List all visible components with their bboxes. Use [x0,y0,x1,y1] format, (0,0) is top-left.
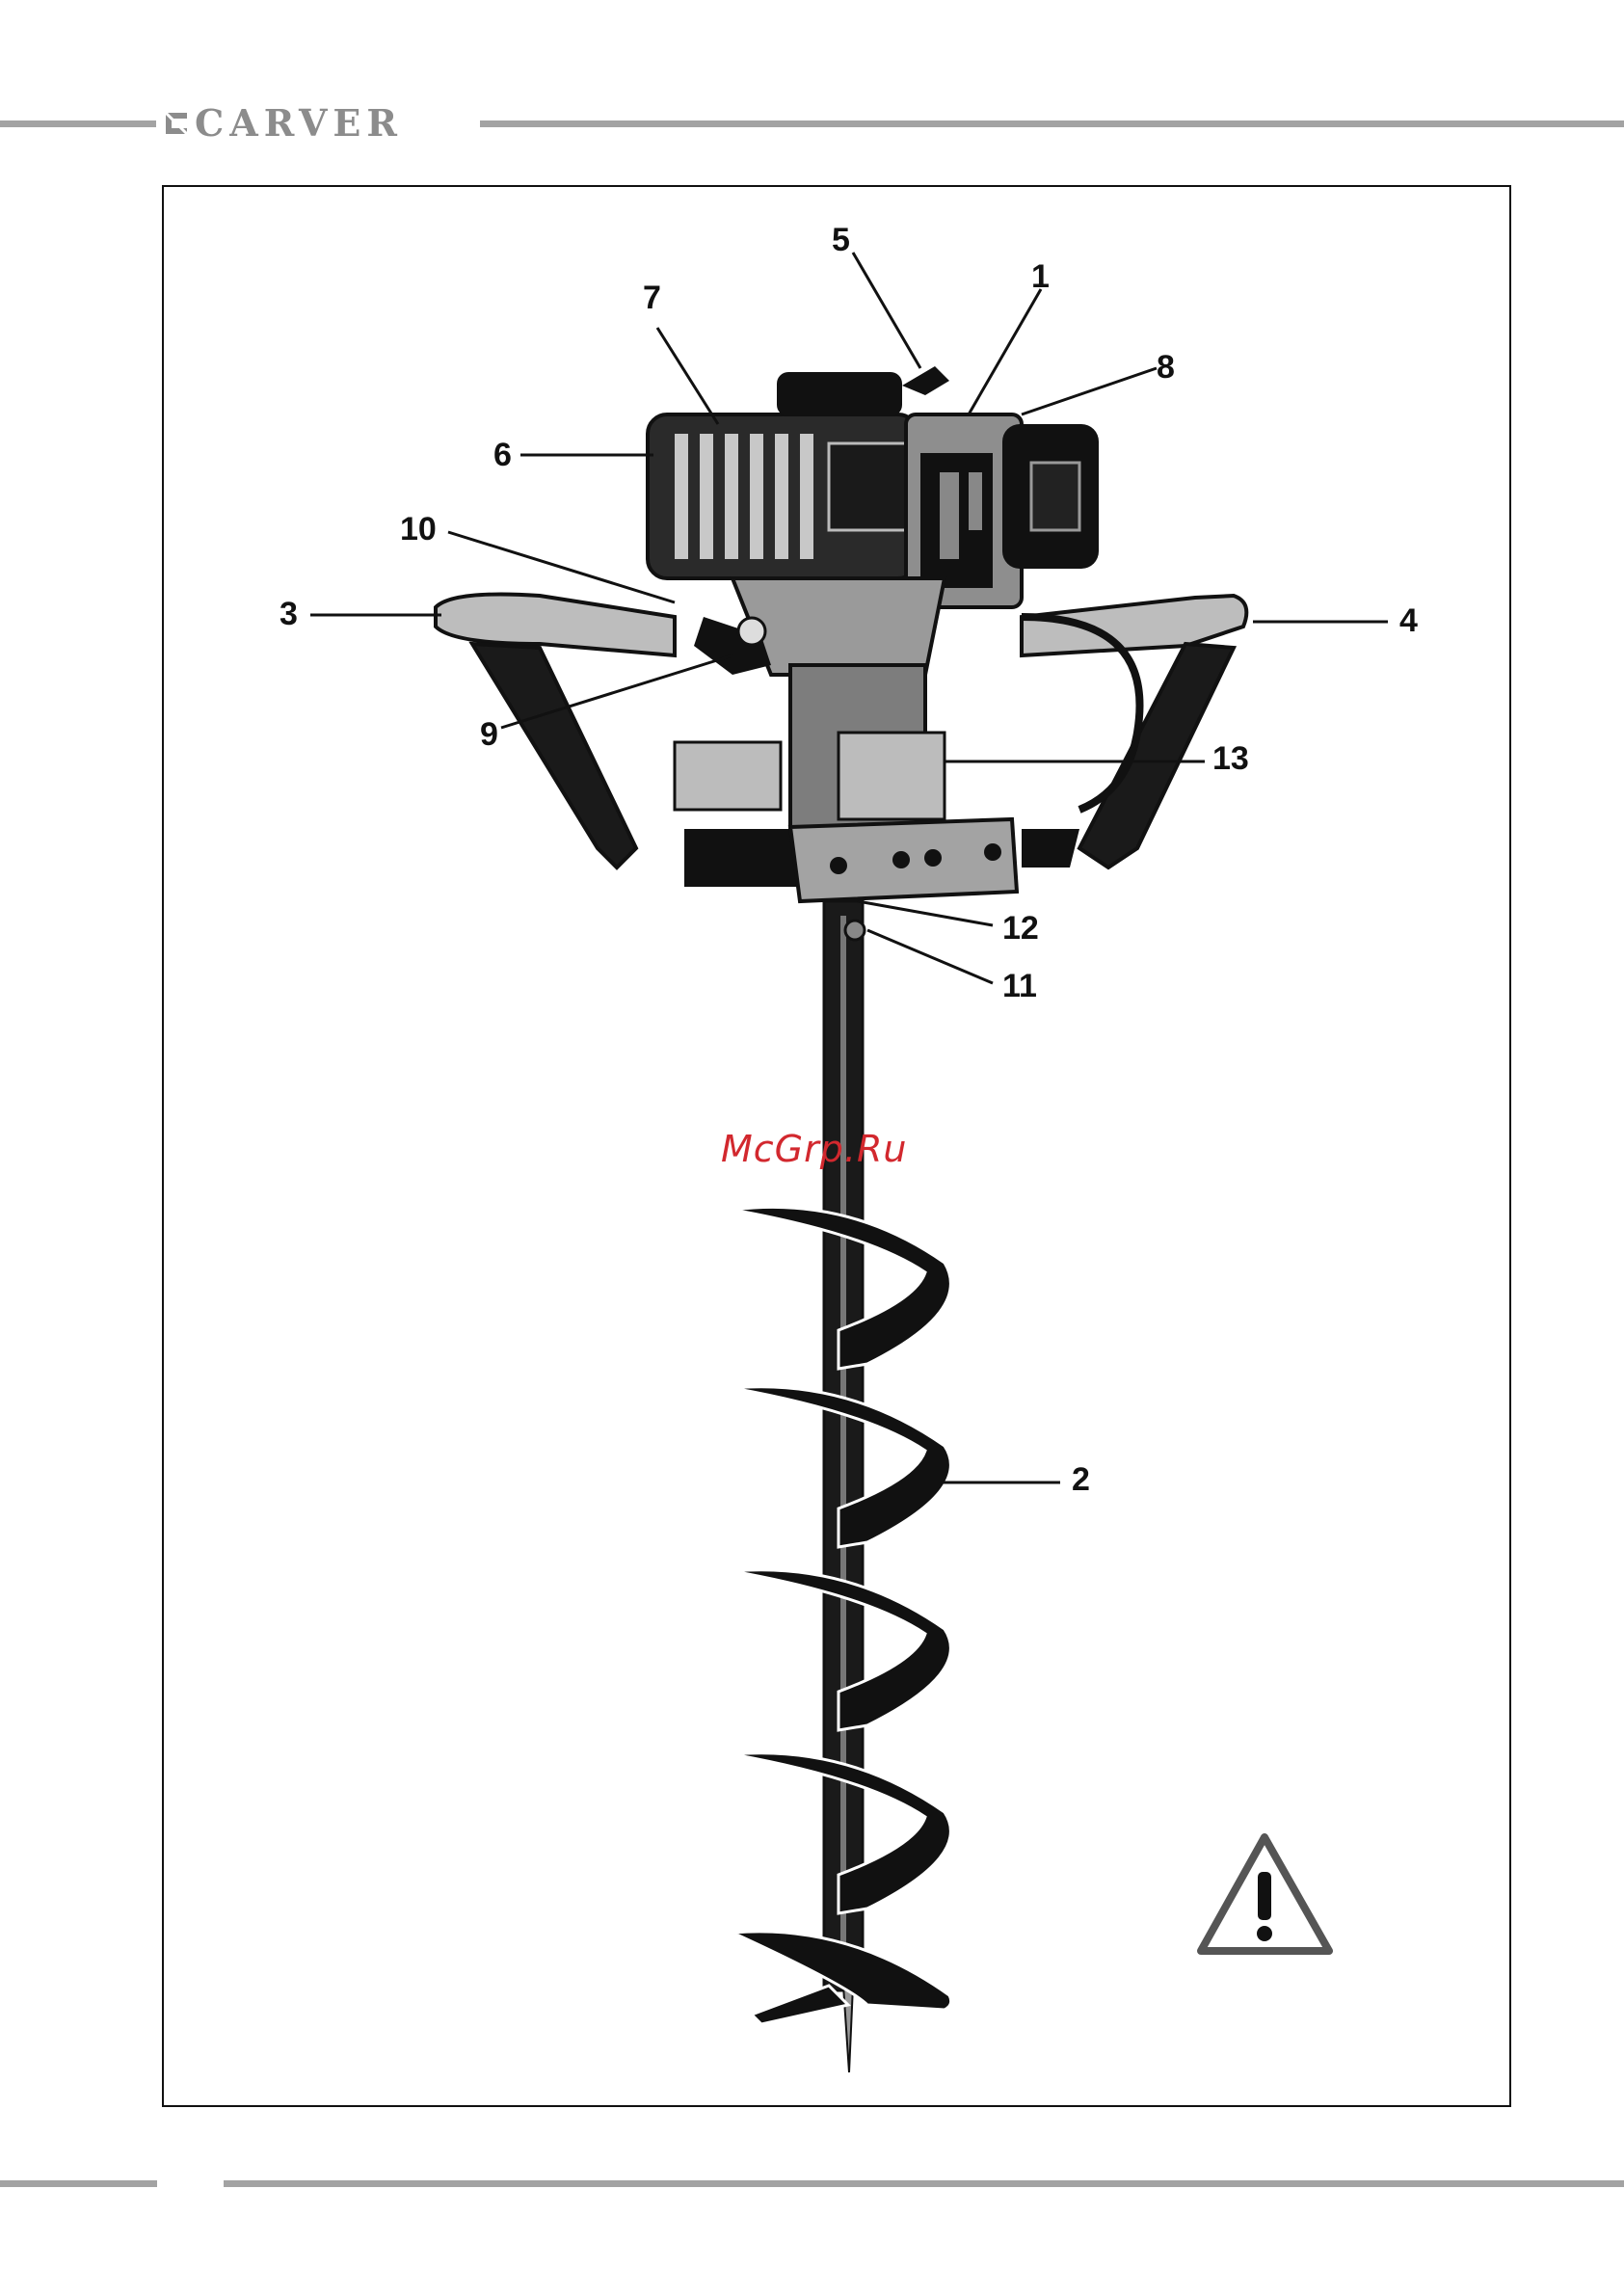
mount-plate [684,819,1079,901]
callout-9: 9 [480,718,498,751]
engine [648,366,1099,607]
callout-1: 1 [1031,260,1050,293]
callout-12: 12 [1002,912,1039,945]
footer-rule-left [0,2180,157,2187]
callout-3: 3 [280,598,298,630]
warning-triangle-icon [1195,1831,1335,1957]
gearbox [675,578,945,829]
callout-10: 10 [400,513,437,546]
callout-5: 5 [832,224,850,256]
callout-8: 8 [1157,351,1175,384]
watermark: McGrp.Ru [721,1128,907,1170]
callout-4: 4 [1399,604,1418,637]
callout-6: 6 [493,439,512,471]
callout-11: 11 [1002,970,1037,1002]
footer-rule-right [224,2180,1624,2187]
callout-13: 13 [1212,742,1249,775]
handle-left [436,595,675,868]
callout-7: 7 [643,281,661,314]
callout-2: 2 [1072,1463,1090,1496]
